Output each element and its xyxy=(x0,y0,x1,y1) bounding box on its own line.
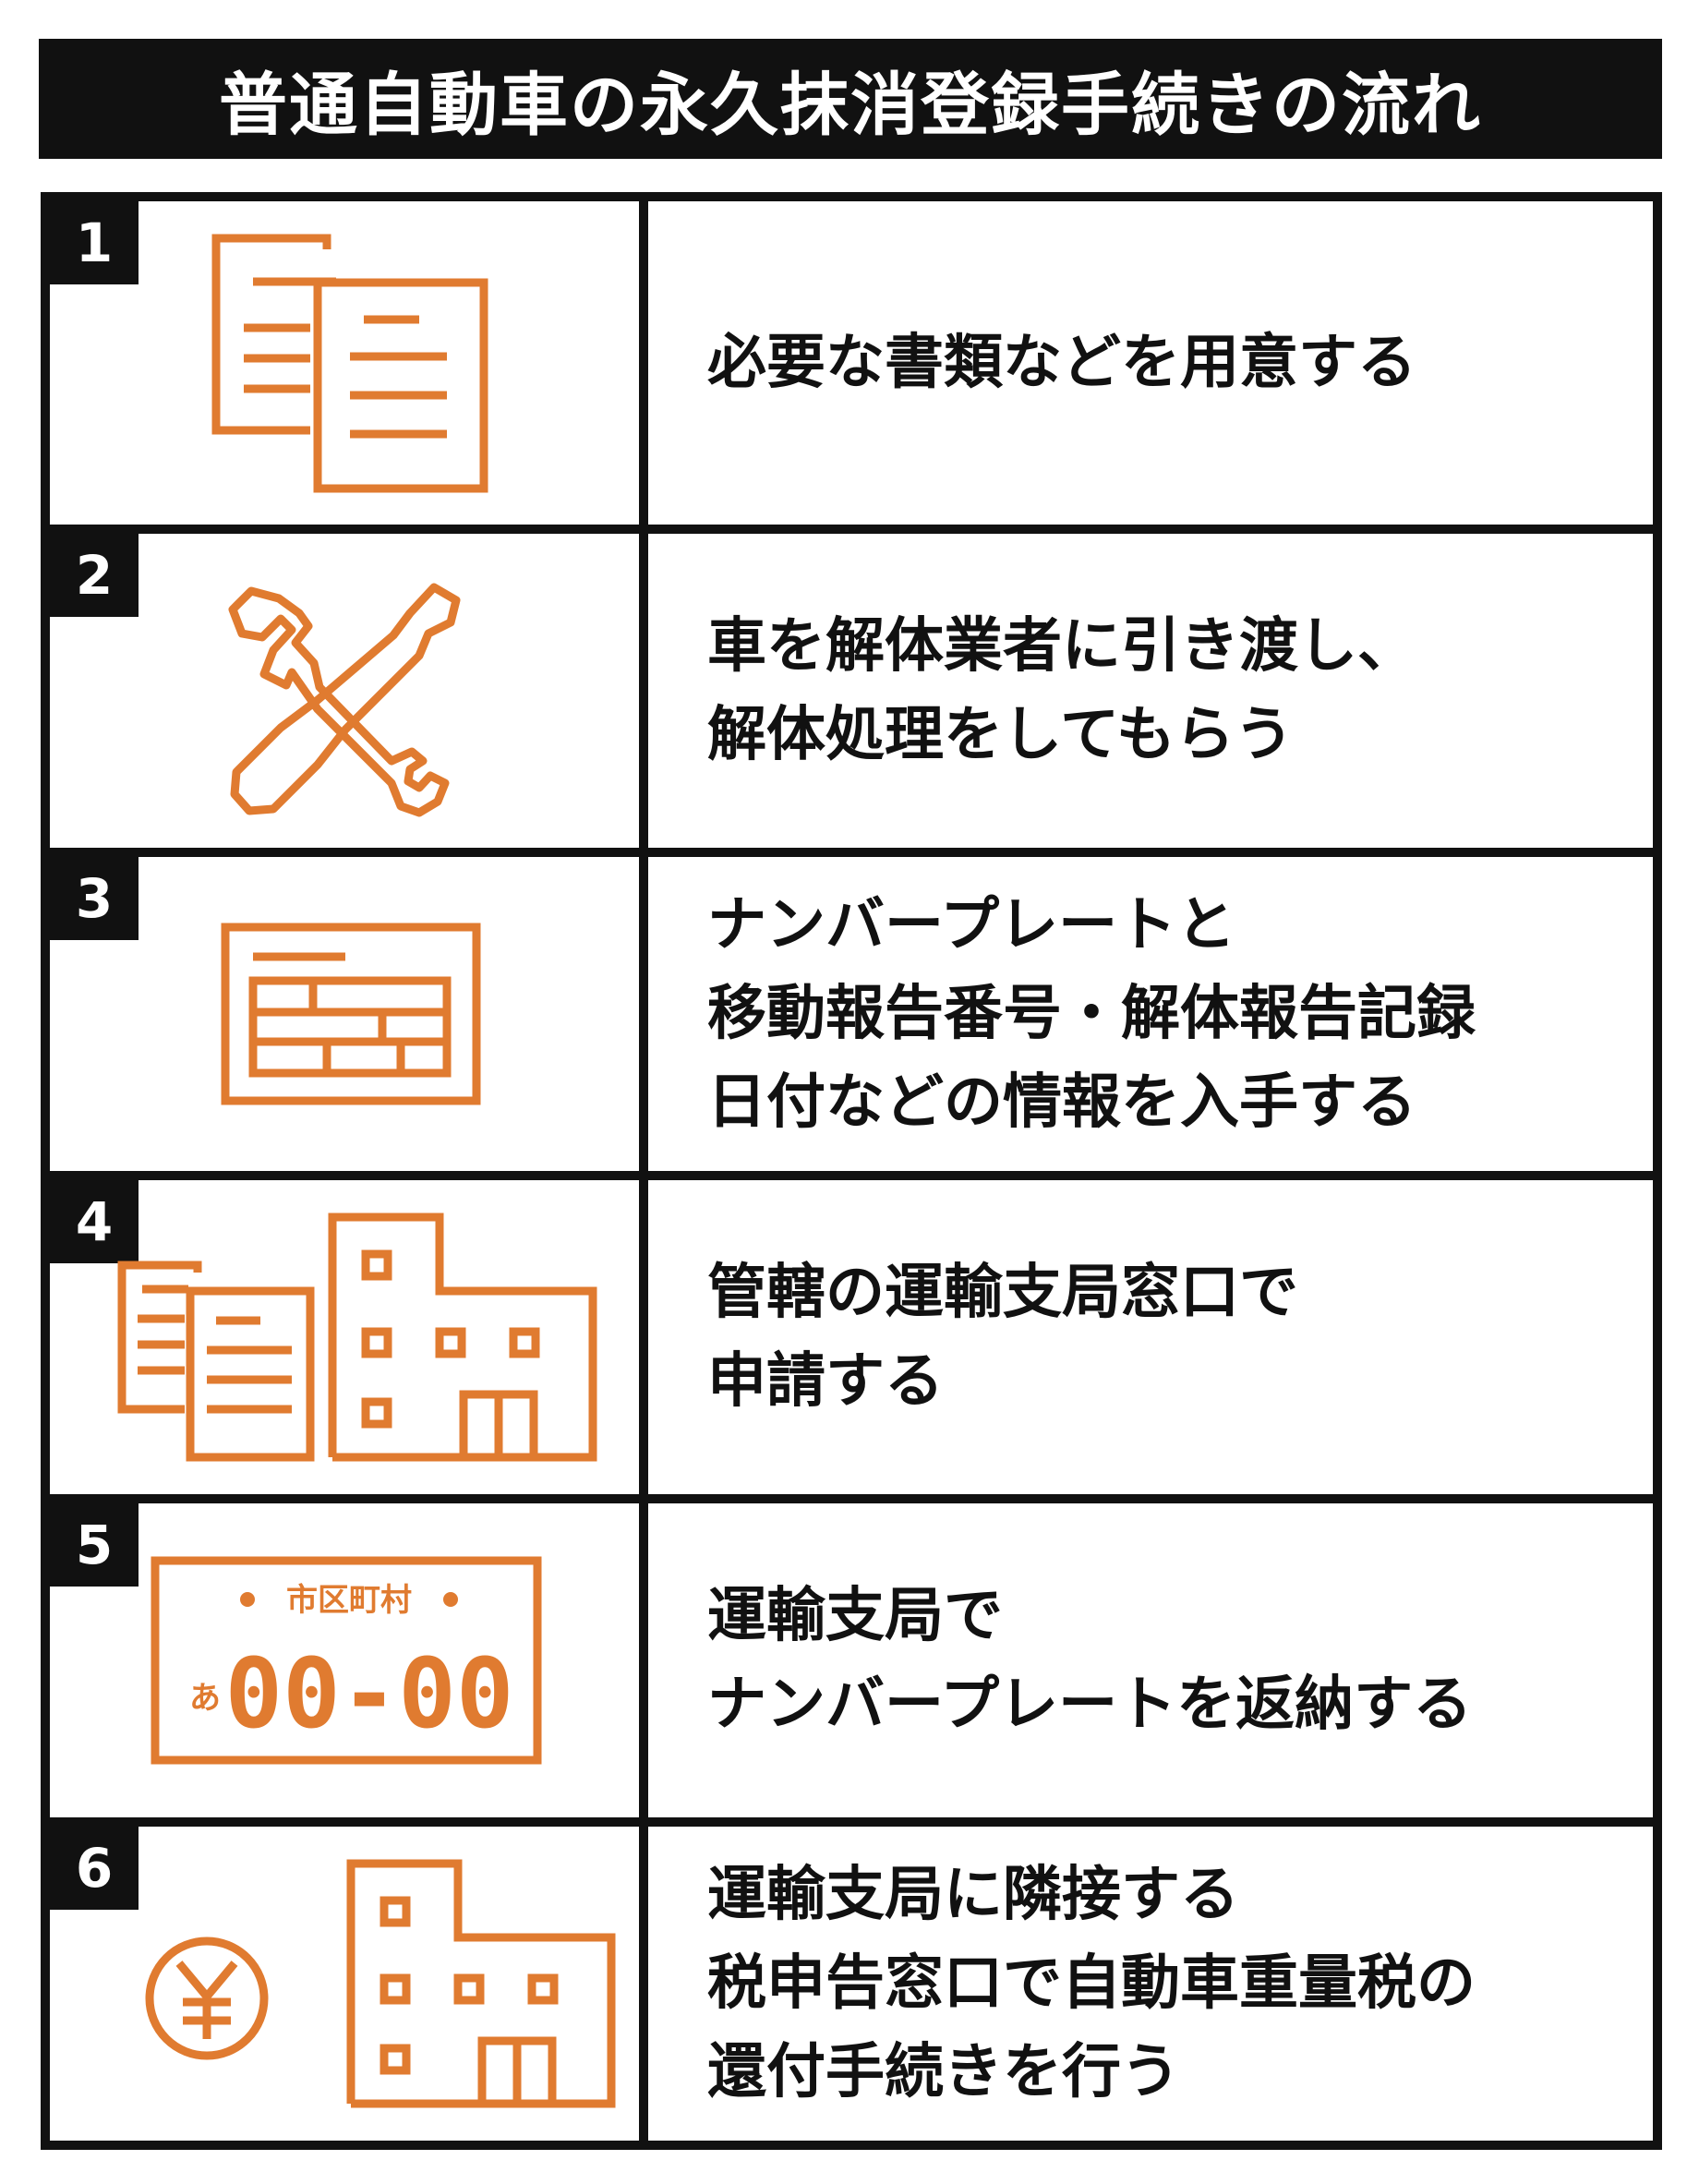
tools-icon xyxy=(228,583,461,817)
page-title: 普通自動車の永久抹消登録手続きの流れ xyxy=(39,39,1662,159)
step-number-badge: 4 xyxy=(50,1180,139,1263)
step-number-badge: 1 xyxy=(50,201,139,284)
step-2: 2 車を解体業者に引き渡し、 解体処理をしてもらう xyxy=(50,525,1653,848)
step-number-badge: 6 xyxy=(50,1827,139,1910)
step-text-line: 管轄の運輸支局窓口で xyxy=(707,1259,1298,1327)
license-plate-icon: 市区町村 あ 00-00 xyxy=(151,1556,542,1765)
step-4-text: 管轄の運輸支局窓口で 申請する xyxy=(648,1180,1653,1494)
documents-office-icon xyxy=(117,1213,597,1462)
step-number-badge: 3 xyxy=(50,857,139,940)
step-1-icon-cell: 1 xyxy=(50,201,648,525)
step-5-icon-cell: 5 市区町村 あ 00-00 xyxy=(50,1503,648,1817)
certificate-icon xyxy=(221,923,481,1105)
plate-kana-text: あ xyxy=(189,1680,221,1717)
plate-bolt-right xyxy=(443,1592,458,1607)
step-5: 5 市区町村 あ 00-00 運輸支局で ナンバープレートを返納する xyxy=(50,1494,1653,1817)
step-4-icon-cell: 4 xyxy=(50,1180,648,1494)
steps-table: 1 必要な書類などを用意する 2 xyxy=(41,192,1662,2150)
step-number-badge: 2 xyxy=(50,534,139,617)
step-text-line: ナンバープレートと xyxy=(707,891,1236,959)
step-text-line: 車を解体業者に引き渡し、 xyxy=(707,612,1416,681)
step-2-icon-cell: 2 xyxy=(50,534,648,848)
step-text-line: 解体処理をしてもらう xyxy=(707,701,1294,769)
plate-region-text: 市区町村 xyxy=(286,1582,412,1619)
step-text-line: 運輸支局に隣接する xyxy=(707,1861,1239,1929)
step-text-line: 申請する xyxy=(707,1347,944,1416)
step-text-line: 運輸支局で xyxy=(707,1582,1003,1650)
step-5-text: 運輸支局で ナンバープレートを返納する xyxy=(648,1503,1653,1817)
step-number-badge: 5 xyxy=(50,1503,139,1587)
step-text-line: 移動報告番号・解体報告記録 xyxy=(707,980,1476,1048)
yen-office-icon xyxy=(145,1859,616,2108)
step-2-text: 車を解体業者に引き渡し、 解体処理をしてもらう xyxy=(648,534,1653,848)
step-text-line: 還付手続きを行う xyxy=(707,2038,1180,2106)
step-3-icon-cell: 3 xyxy=(50,857,648,1171)
step-1: 1 必要な書類などを用意する xyxy=(50,201,1653,525)
yen-coin-icon xyxy=(145,1937,269,2060)
step-1-text: 必要な書類などを用意する xyxy=(648,201,1653,525)
documents-icon xyxy=(211,234,488,493)
step-6-icon-cell: 6 xyxy=(50,1827,648,2141)
step-6: 6 xyxy=(50,1817,1653,2141)
step-text-line: 必要な書類などを用意する xyxy=(707,329,1416,397)
plate-number-text: 00-00 xyxy=(224,1637,513,1750)
step-3: 3 ナンバープレートと 移動報告番号・解体報告記録 日付などの情報を入手する xyxy=(50,848,1653,1171)
step-4: 4 xyxy=(50,1171,1653,1494)
step-text-line: 税申告窓口で自動車重量税の xyxy=(707,1949,1476,2018)
step-6-text: 運輸支局に隣接する 税申告窓口で自動車重量税の 還付手続きを行う xyxy=(648,1827,1653,2141)
plate-bolt-left xyxy=(240,1592,255,1607)
step-3-text: ナンバープレートと 移動報告番号・解体報告記録 日付などの情報を入手する xyxy=(648,857,1653,1171)
step-text-line: 日付などの情報を入手する xyxy=(707,1068,1416,1137)
step-text-line: ナンバープレートを返納する xyxy=(707,1671,1473,1739)
